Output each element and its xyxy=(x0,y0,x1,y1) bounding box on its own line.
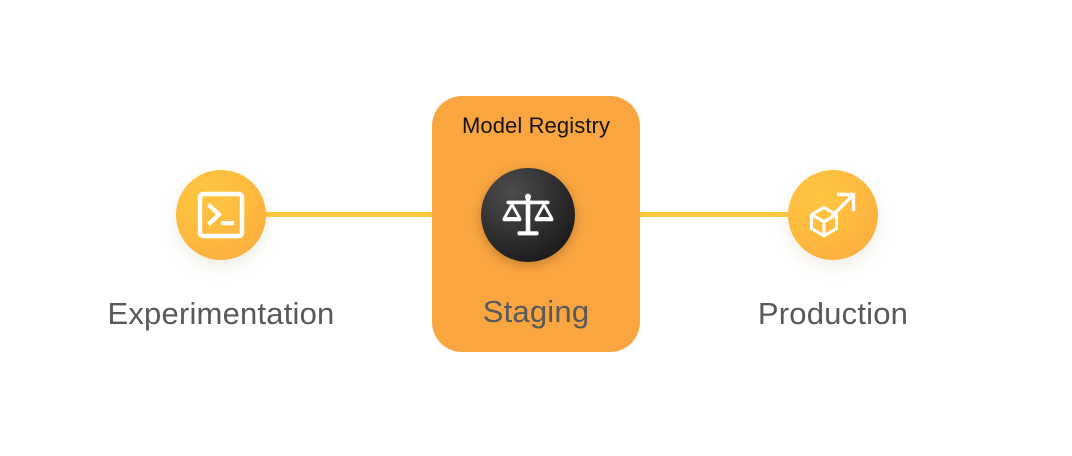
connector-experimentation-to-staging xyxy=(258,212,448,217)
terminal-icon xyxy=(195,189,247,241)
stage-circle-production[interactable] xyxy=(788,170,878,260)
model-registry-title: Model Registry xyxy=(461,113,611,138)
connector-staging-to-production xyxy=(628,212,796,217)
balance-scale-icon xyxy=(500,187,556,243)
model-registry-badge[interactable] xyxy=(481,168,575,262)
cube-deploy-arrow-icon xyxy=(806,189,860,241)
stage-label-staging: Staging xyxy=(482,294,590,329)
staging-card[interactable]: Model Registry Staging xyxy=(432,96,640,352)
stage-circle-experimentation[interactable] xyxy=(176,170,266,260)
stage-label-experimentation: Experimentation xyxy=(107,296,335,331)
stage-label-production: Production xyxy=(757,296,909,331)
